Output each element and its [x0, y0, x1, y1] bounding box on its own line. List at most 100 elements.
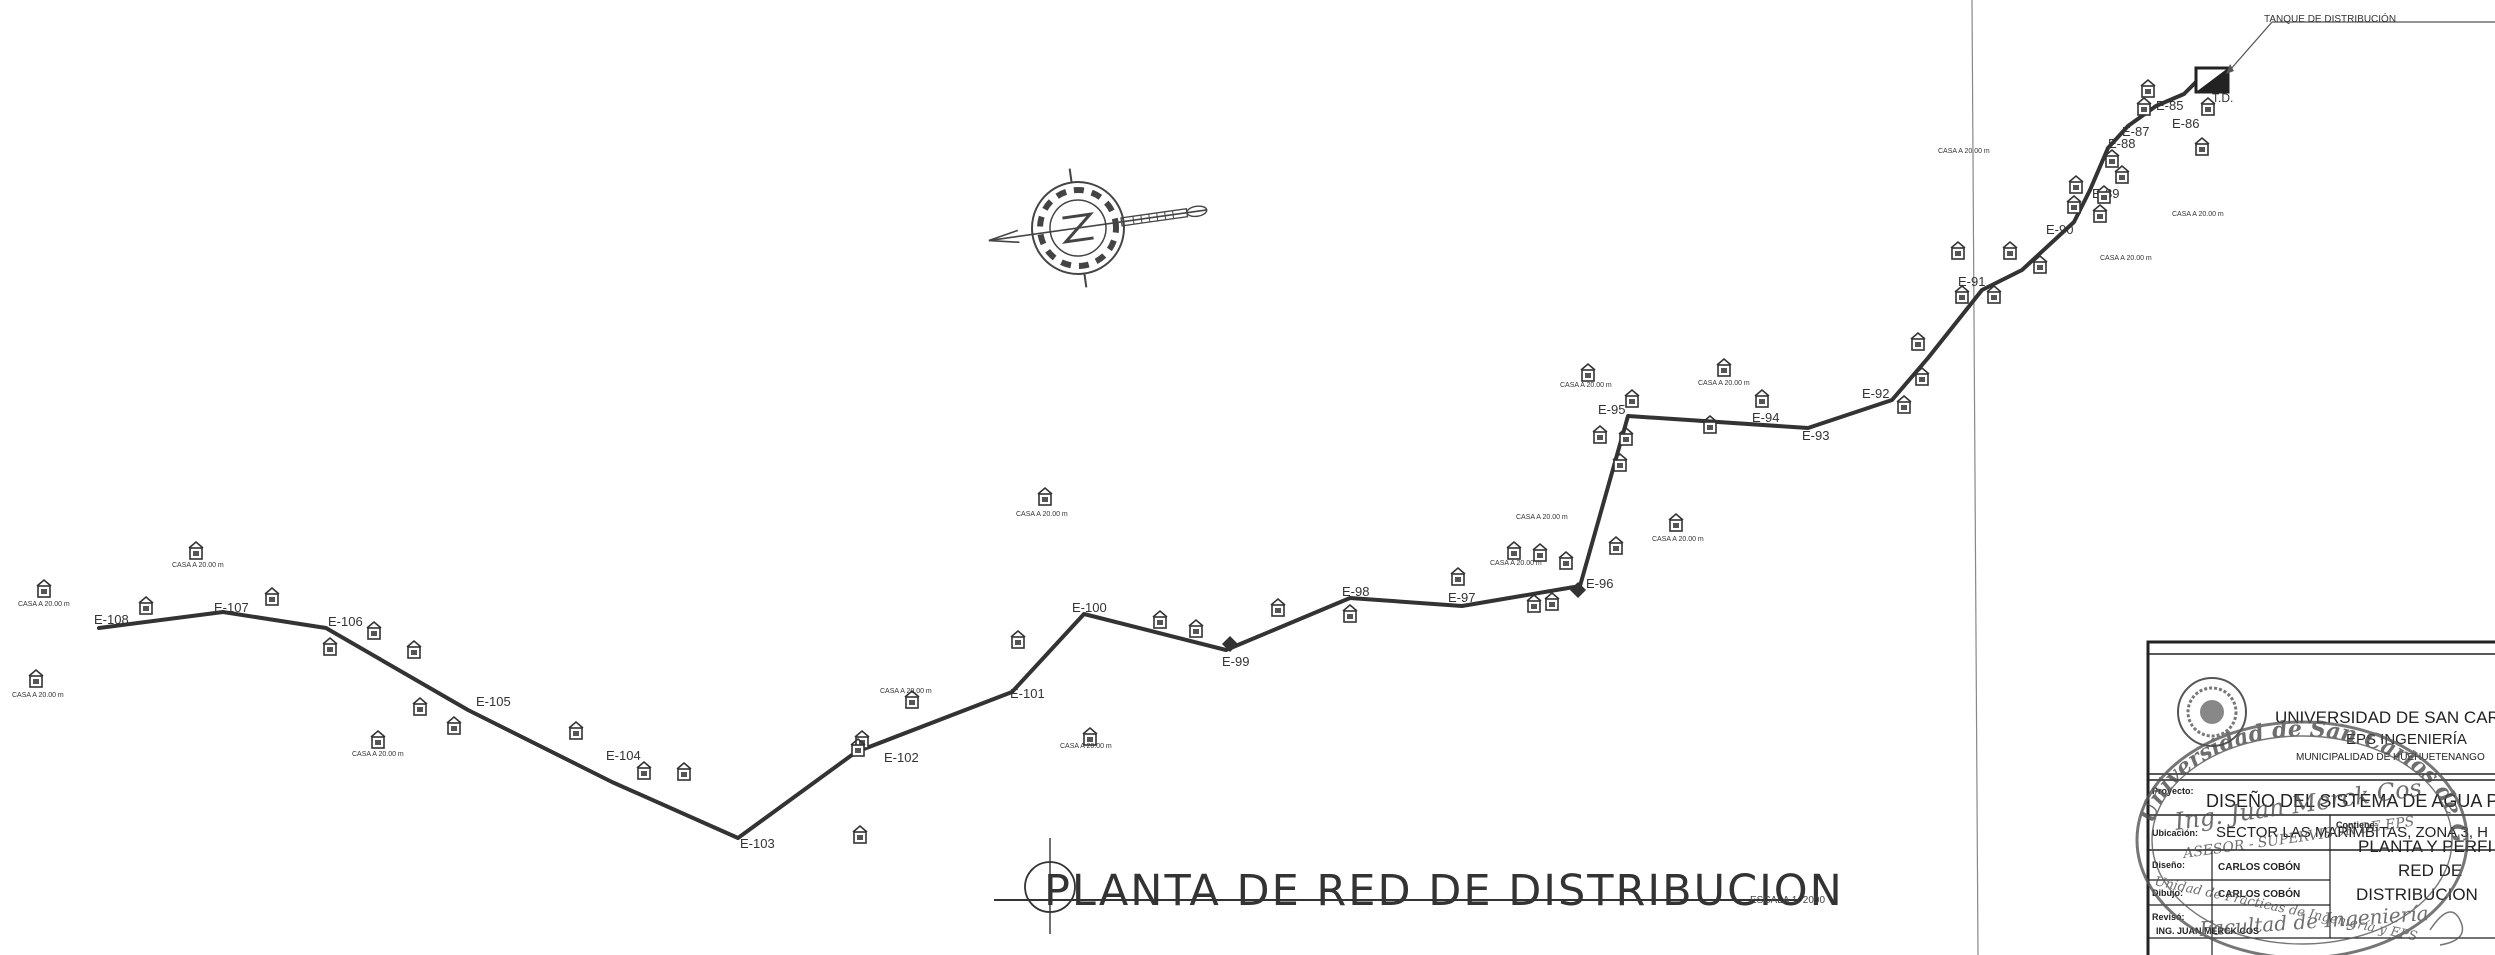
drawn-by: CARLOS COBÓN: [2218, 887, 2300, 900]
station-label: E-99: [1222, 654, 1249, 669]
house-tag: CASA A 20.00 m: [352, 751, 404, 758]
house-icon: [1592, 424, 1608, 444]
house-icon: [2194, 136, 2210, 156]
house-icon: [138, 595, 154, 615]
station-label: E-101: [1010, 686, 1045, 701]
valve-marker: [1222, 636, 1238, 652]
municipality-name: MUNICIPALIDAD DE HUEHUETENANGO: [2296, 752, 2485, 763]
house-icon: [2068, 174, 2084, 194]
house-tag: CASA A 20.00 m: [1652, 536, 1704, 543]
station-label: E-104: [606, 748, 641, 763]
reviewed-label: Revisó:: [2152, 912, 2185, 922]
house-icon: [2200, 96, 2216, 116]
drawing-title: PLANTA DE RED DE DISTRIBUCION: [1044, 866, 1844, 916]
station-label: E-88: [2108, 136, 2135, 151]
station-label: E-100: [1072, 600, 1107, 615]
station-label: E-105: [476, 694, 511, 709]
house-icon: [264, 586, 280, 606]
house-icon: [1702, 414, 1718, 434]
project-name: DISEÑO DEL SISTEMA DE AGUA P: [2206, 790, 2495, 811]
designed-by: CARLOS COBÓN: [2218, 860, 2300, 873]
house-icon: [1342, 603, 1358, 623]
house-icon: [1624, 388, 1640, 408]
house-icon: [1896, 394, 1912, 414]
station-label: E-87: [2122, 124, 2149, 139]
station-label: E-102: [884, 750, 919, 765]
station-label: E-91: [1958, 274, 1985, 289]
house-icon: [2140, 78, 2156, 98]
house-icon: [904, 689, 920, 709]
house-icon: [1612, 452, 1628, 472]
title-block: UNIVERSIDAD DE SAN CARLOS EPS INGENIERÍA…: [2146, 640, 2495, 955]
house-tag: CASA A 20.00 m: [1060, 743, 1112, 750]
designed-label: Diseño:: [2152, 860, 2185, 870]
sheet-divider: [1971, 0, 1979, 955]
house-icon: [36, 578, 52, 598]
house-icon: [1608, 535, 1624, 555]
house-icon: [636, 760, 652, 780]
house-icon: [2032, 254, 2048, 274]
house-tag: CASA A 20.00 m: [18, 601, 70, 608]
house-icon: [850, 737, 866, 757]
station-label: E-85: [2156, 98, 2183, 113]
house-icon: [1270, 597, 1286, 617]
tank-code: T.D.: [2212, 91, 2233, 105]
house-tag: CASA A 20.00 m: [1698, 380, 1750, 387]
station-label: E-107: [214, 600, 249, 615]
house-icon: [1716, 357, 1732, 377]
house-tag: CASA A 20.00 m: [1016, 511, 1068, 518]
content-line-3: DISTRIBUCION: [2356, 885, 2478, 904]
house-tag: CASA A 20.00 m: [880, 688, 932, 695]
house-icon: [852, 824, 868, 844]
location-name: SECTOR LAS MARIMBITAS, ZONA 3, H: [2216, 824, 2488, 841]
content-label: Contiene:: [2336, 820, 2378, 830]
house-icon: [2092, 203, 2108, 223]
house-icon: [1754, 388, 1770, 408]
house-icon: [2136, 96, 2152, 116]
drawn-label: Dibujo:: [2152, 888, 2183, 898]
station-label: E-103: [740, 836, 775, 851]
north-arrow-icon: [988, 168, 1208, 288]
drawing-scale: ESCALA 1: 2000: [1750, 895, 1825, 906]
house-icon: [322, 636, 338, 656]
house-icon: [2002, 240, 2018, 260]
house-tag: CASA A 20.00 m: [1560, 382, 1612, 389]
house-tag: CASA A 20.00 m: [172, 562, 224, 569]
house-icon: [676, 761, 692, 781]
house-icon: [412, 696, 428, 716]
house-icon: [366, 620, 382, 640]
station-label: E-93: [1802, 428, 1829, 443]
station-label: E-108: [94, 612, 129, 627]
house-icon: [1668, 512, 1684, 532]
drawing-title-group: PLANTA DE RED DE DISTRIBUCION ESCALA 1: …: [994, 838, 1844, 934]
house-icon: [1954, 284, 1970, 304]
distribution-line: [97, 80, 2198, 840]
house-icon: [2096, 184, 2112, 204]
valve-marker: [1570, 582, 1586, 598]
station-label: E-86: [2172, 116, 2199, 131]
location-label: Ubicación:: [2152, 828, 2198, 838]
house-tag: CASA A 20.00 m: [1938, 148, 1990, 155]
house-icon: [1450, 566, 1466, 586]
house-icon: [1526, 593, 1542, 613]
distribution-tank: [2194, 21, 2495, 94]
house-icon: [1188, 618, 1204, 638]
house-icon: [1618, 426, 1634, 446]
house-icon: [2066, 194, 2082, 214]
house-icon: [1580, 362, 1596, 382]
house-icon: [1506, 540, 1522, 560]
project-label: Proyecto:: [2152, 786, 2194, 796]
svg-text:Universidad de San Carlos de G: Universidad de San Carlos de Guatemala: [0, 0, 2472, 843]
content-line-1: PLANTA Y PERFI: [2358, 837, 2492, 856]
house-tag: CASA A 20.00 m: [2172, 211, 2224, 218]
tank-label: TANQUE DE DISTRIBUCIÓN: [2264, 12, 2396, 25]
content-line-2: RED DE: [2398, 861, 2462, 880]
house-icon: [188, 540, 204, 560]
reviewed-by: ING. JUAN MERCK COS: [2156, 926, 2259, 936]
house-icon: [1986, 284, 2002, 304]
house-icon: [2114, 164, 2130, 184]
house-tag: CASA A 20.00 m: [1490, 560, 1542, 567]
house-icon: [370, 729, 386, 749]
house-icon: [1914, 366, 1930, 386]
